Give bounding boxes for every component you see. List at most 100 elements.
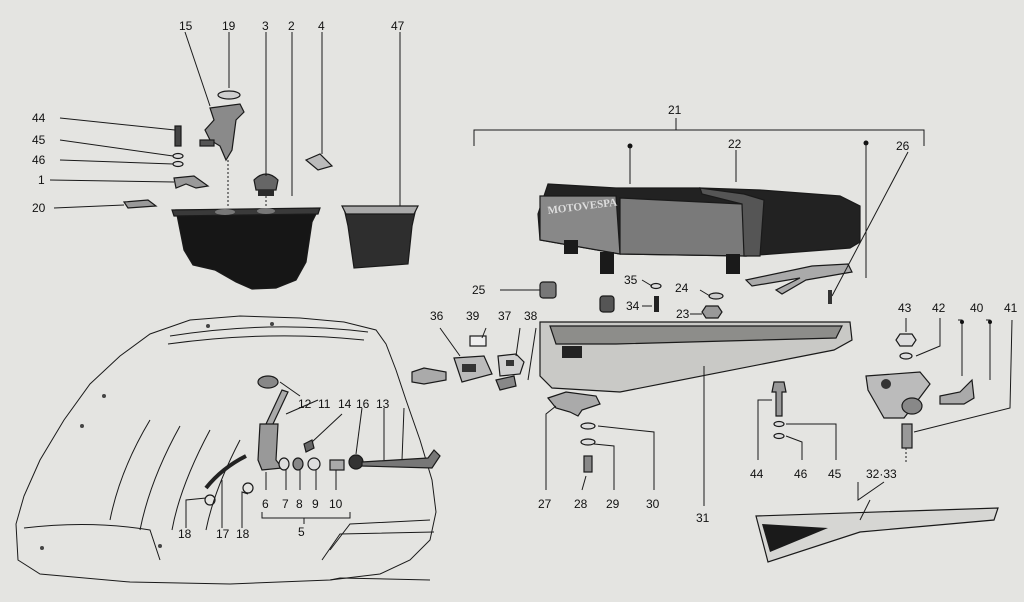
label-1: 1 bbox=[38, 173, 45, 187]
label-12: 12 bbox=[298, 397, 312, 411]
tank-opening-right bbox=[257, 208, 275, 214]
rubber-buffer bbox=[539, 281, 557, 299]
spring-clip bbox=[303, 439, 315, 453]
hinge-bracket bbox=[546, 391, 601, 417]
tray-inner bbox=[549, 325, 843, 345]
label-15: 15 bbox=[179, 19, 193, 33]
fuel-tank bbox=[175, 209, 319, 290]
trim-strip bbox=[755, 507, 999, 563]
label-21: 21 bbox=[668, 103, 682, 117]
seat-foot bbox=[726, 254, 740, 274]
label-44: 44 bbox=[32, 111, 46, 125]
tap-washer bbox=[278, 457, 290, 471]
bolt bbox=[771, 381, 787, 417]
label-20: 20 bbox=[32, 201, 46, 215]
hose-clip bbox=[242, 482, 254, 494]
label-23: 23 bbox=[676, 307, 690, 321]
tank-opening-left bbox=[215, 209, 235, 215]
label-7: 7 bbox=[282, 497, 289, 511]
label-18: 18 bbox=[178, 527, 192, 541]
label-38: 38 bbox=[524, 309, 538, 323]
label-46: 46 bbox=[794, 467, 808, 481]
nut bbox=[895, 333, 917, 347]
label-13: 13 bbox=[376, 397, 390, 411]
bolt bbox=[174, 125, 182, 147]
filler-cap bbox=[253, 173, 279, 191]
label-10: 10 bbox=[329, 497, 343, 511]
gasket-ring bbox=[217, 90, 241, 100]
label-37: 37 bbox=[498, 309, 512, 323]
key-cylinder bbox=[411, 367, 447, 385]
label-28: 28 bbox=[574, 497, 588, 511]
screw bbox=[828, 290, 832, 304]
label-40: 40 bbox=[970, 301, 984, 315]
seat-frame-group bbox=[411, 318, 1013, 563]
rubber-pad bbox=[304, 153, 334, 171]
seat-foot bbox=[564, 240, 578, 254]
label-29: 29 bbox=[606, 497, 620, 511]
washer bbox=[650, 282, 662, 290]
hose-clip bbox=[204, 494, 216, 506]
washer bbox=[580, 438, 596, 446]
label-35: 35 bbox=[624, 273, 638, 287]
label-22: 22 bbox=[728, 137, 742, 151]
washer bbox=[899, 352, 913, 360]
plate bbox=[469, 335, 487, 347]
body-shell-group bbox=[15, 315, 441, 585]
fuel-tap-body bbox=[257, 423, 284, 471]
bracket-pin bbox=[939, 378, 975, 405]
label-36: 36 bbox=[430, 309, 444, 323]
label-32-33: 32·33 bbox=[866, 467, 897, 481]
bushing bbox=[901, 397, 923, 415]
tap-knob bbox=[348, 454, 364, 470]
washer bbox=[580, 422, 596, 430]
bolt bbox=[901, 423, 913, 449]
fuel-hose bbox=[204, 454, 247, 490]
trim-strip-inner bbox=[762, 524, 828, 552]
label-24: 24 bbox=[675, 281, 689, 295]
bracket-clip bbox=[173, 175, 210, 189]
label-45: 45 bbox=[828, 467, 842, 481]
washer bbox=[708, 292, 724, 300]
label-4: 4 bbox=[318, 19, 325, 33]
toolbox-rim bbox=[341, 205, 419, 215]
seat-strap bbox=[699, 187, 765, 257]
tap-ring bbox=[257, 375, 279, 389]
fuel-tank-group bbox=[49, 31, 419, 290]
label-3: 3 bbox=[262, 19, 269, 33]
label-26: 26 bbox=[896, 139, 910, 153]
nut bbox=[701, 305, 723, 319]
label-39: 39 bbox=[466, 309, 480, 323]
washer bbox=[172, 160, 184, 168]
tap-rod bbox=[265, 389, 289, 427]
seat-foot bbox=[600, 252, 614, 274]
label-16: 16 bbox=[356, 397, 370, 411]
tap-washer bbox=[307, 457, 321, 471]
spring bbox=[495, 375, 517, 391]
washer bbox=[773, 432, 785, 440]
label-27: 27 bbox=[538, 497, 552, 511]
filler-cap-base bbox=[258, 190, 274, 196]
body-shell bbox=[15, 315, 437, 585]
washer bbox=[172, 152, 184, 160]
rubber-buffer bbox=[599, 295, 615, 313]
label-5: 5 bbox=[298, 525, 305, 539]
label-45: 45 bbox=[32, 133, 46, 147]
lock-slot bbox=[462, 364, 476, 372]
bolt bbox=[583, 455, 593, 473]
latch-slot bbox=[506, 360, 514, 366]
seat-hinge-plate bbox=[744, 263, 853, 295]
label-25: 25 bbox=[472, 283, 486, 297]
label-44: 44 bbox=[750, 467, 764, 481]
tank-flange bbox=[171, 207, 321, 217]
label-8: 8 bbox=[296, 497, 303, 511]
label-42: 42 bbox=[932, 301, 946, 315]
screw bbox=[654, 296, 659, 312]
seat-group: MOTOVESPA bbox=[473, 118, 925, 319]
label-30: 30 bbox=[646, 497, 660, 511]
seat-side-panel bbox=[619, 197, 747, 257]
label-6: 6 bbox=[262, 497, 269, 511]
label-31: 31 bbox=[696, 511, 710, 525]
label-46: 46 bbox=[32, 153, 46, 167]
